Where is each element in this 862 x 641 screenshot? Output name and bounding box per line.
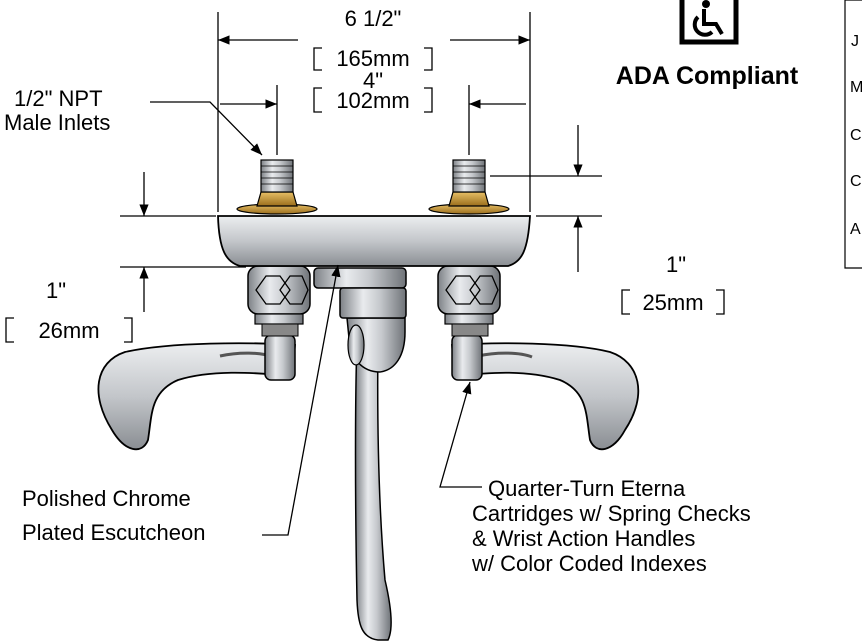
body-height-metric: 26mm — [38, 318, 99, 343]
wheelchair-accessible-icon — [679, 0, 739, 45]
escutcheon-height-metric: 25mm — [642, 290, 703, 315]
ada-compliant-text: ADA Compliant — [616, 62, 799, 90]
cartridges-callout-line-3: & Wrist Action Handles — [472, 526, 695, 551]
escutcheon-callout-line-1: Polished Chrome — [22, 486, 191, 511]
overall-width-imperial: 6 1/2" — [345, 6, 402, 31]
cartridges-callout-line-1: Quarter-Turn Eterna — [488, 476, 686, 501]
side-table: J M C C A — [844, 0, 862, 269]
dimension-text: 6 1/2" 165mm 4" 102mm 1" 25mm 1" 26mm — [38, 6, 703, 343]
escutcheon-callout-line-2: Plated Escutcheon — [22, 520, 205, 545]
ada-badge: ADA Compliant — [616, 0, 799, 90]
side-table-row-3: C — [850, 127, 862, 144]
left-wrist-handle — [97, 342, 296, 451]
inlets-callout-line-1: 1/2" NPT — [14, 86, 103, 111]
side-table-row-2: M — [850, 79, 862, 96]
right-cartridge — [437, 265, 501, 337]
side-table-row-1: J — [851, 33, 859, 50]
dimension-lines — [5, 12, 725, 343]
right-wrist-handle — [451, 342, 640, 451]
right-inlet — [428, 159, 510, 215]
cartridges-callout-line-2: Cartridges w/ Spring Checks — [472, 501, 751, 526]
faucet — [97, 159, 640, 641]
cartridges-callout-line-4: w/ Color Coded Indexes — [471, 551, 707, 576]
body-height-imperial: 1" — [46, 278, 66, 303]
overall-width-metric: 165mm — [336, 46, 409, 71]
leader-lines — [150, 101, 482, 536]
escutcheon-height-imperial: 1" — [666, 252, 686, 277]
inlets-callout-line-2: Male Inlets — [4, 110, 110, 135]
center-spacing-imperial: 4" — [363, 68, 383, 93]
side-table-row-4: C — [850, 173, 862, 190]
callout-text: 1/2" NPT Male Inlets Polished Chrome Pla… — [4, 86, 751, 576]
escutcheon — [217, 215, 531, 267]
left-inlet — [236, 159, 318, 215]
center-spacing-metric: 102mm — [336, 88, 409, 113]
spout — [354, 339, 392, 641]
spout-collar — [313, 267, 407, 289]
left-cartridge — [247, 265, 311, 337]
side-table-row-5: A — [850, 221, 861, 238]
